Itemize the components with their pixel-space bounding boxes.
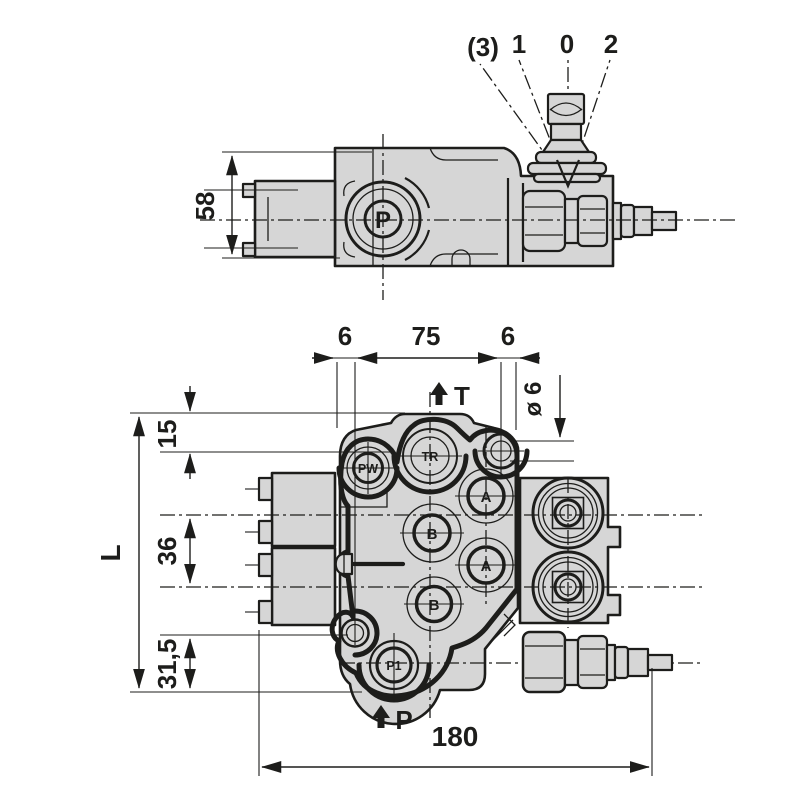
dim-31-5-label: 31,5 [152,639,182,690]
port-pw: PW [342,442,394,494]
dim-180: 180 [261,721,650,773]
left-block-side [253,179,337,259]
lever-boot-base [532,172,602,184]
dim-75-label: 75 [412,321,441,351]
fitting-side [506,178,678,265]
dim-dia-6: ø 6 [520,375,566,438]
lever-stem [549,122,583,142]
dim-15: 15 [152,386,196,479]
dim-31-5: 31,5 [152,638,196,690]
port-tr-label: TR [422,450,439,464]
side-view: P [190,29,735,300]
dim-top-chain: 6 75 6 [312,321,540,364]
relief-cartridge-upper [531,476,605,550]
dim-58: 58 [190,151,372,259]
port-a-upper-label: A [481,489,492,506]
lever-pos-3-label: (3) [467,32,499,62]
lever-boot-ring-2 [526,161,608,176]
port-b-lower-label: B [429,597,440,614]
relief-cartridge-lower [531,550,605,624]
tank-label-text: T [454,381,470,411]
pressure-flow-label: P [372,705,413,735]
dim-15-label: 15 [152,420,182,449]
lever-boot-ring-1 [534,150,598,165]
dim-6-left-label: 6 [338,321,352,351]
port-a-lower: A [455,537,517,593]
lever-pos-0-label: 0 [560,29,574,59]
tank-flow-label: T [430,381,470,411]
port-b-lower: B [404,576,464,632]
left-block-front [245,471,337,627]
port-tr: TR [398,428,462,484]
dim-6-right-label: 6 [501,321,515,351]
dim-180-label: 180 [432,721,479,752]
lever-pos-1-label: 1 [512,29,526,59]
arrow-up-icon [430,382,448,405]
port-a-lower-label: A [481,558,492,575]
dim-L: L [95,416,145,689]
left-tab-bottom [241,241,257,258]
dim-L-label: L [95,544,126,561]
port-b-upper: B [400,503,464,563]
extension-lines [130,362,653,776]
fitting-front [521,630,674,694]
port-a-upper: A [455,468,517,524]
pressure-label-text: P [395,705,412,735]
port-p1-label: P1 [386,659,401,673]
port-b-upper-label: B [427,526,438,543]
port-p1: P1 [368,633,420,702]
lever-pos-2-label: 2 [604,29,618,59]
front-view: PW TR A B A [95,321,703,776]
arrow-up-icon [372,705,390,728]
dim-58-label: 58 [190,192,220,221]
dim-36-label: 36 [152,537,182,566]
dim-36: 36 [152,518,196,584]
port-pw-label: PW [358,462,378,476]
lever-knob [546,92,586,126]
dim-dia-6-label: ø 6 [520,382,547,417]
control-lever [526,92,608,189]
